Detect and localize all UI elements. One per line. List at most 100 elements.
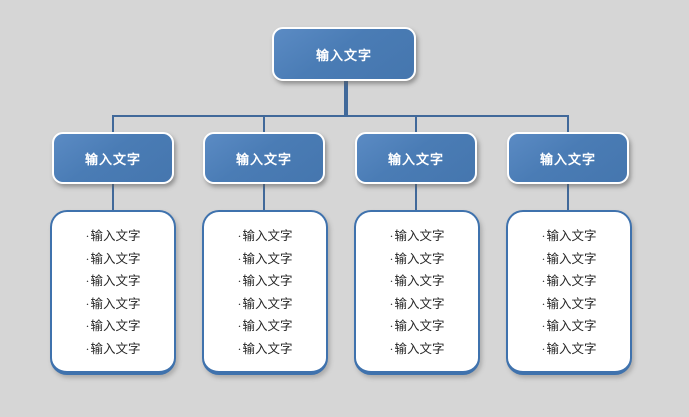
list-item-label: 输入文字: [394, 319, 445, 333]
bullet-icon: ·: [85, 341, 90, 356]
bullet-icon: ·: [389, 319, 394, 333]
list-item[interactable]: ·输入文字: [237, 338, 292, 361]
branch-node-1-label: 输入文字: [84, 151, 141, 167]
list-item[interactable]: ·输入文字: [85, 315, 140, 338]
list-item-label: 输入文字: [90, 229, 141, 243]
branch-list-4-items: ·输入文字 ·输入文字 ·输入文字 ·输入文字 ·输入文字 ·输入文字: [541, 225, 596, 360]
list-item-label: 输入文字: [546, 229, 597, 243]
bullet-icon: ·: [237, 296, 242, 311]
bullet-icon: ·: [237, 274, 242, 288]
bullet-icon: ·: [85, 274, 90, 288]
branch-node-4[interactable]: 输入文字: [507, 132, 629, 184]
connector-branch-3-to-list: [415, 183, 417, 211]
branch-node-2[interactable]: 输入文字: [203, 132, 325, 184]
bullet-icon: ·: [85, 296, 90, 311]
bullet-icon: ·: [85, 229, 90, 243]
list-item[interactable]: ·输入文字: [85, 338, 140, 361]
bullet-icon: ·: [389, 296, 394, 311]
connector-drop-branch-3: [415, 115, 417, 134]
connector-drop-branch-1: [112, 115, 114, 134]
connector-horizontal-bus: [113, 115, 569, 117]
list-item-label: 输入文字: [90, 341, 141, 356]
list-item[interactable]: ·输入文字: [389, 270, 444, 293]
list-item-label: 输入文字: [90, 251, 141, 266]
bullet-icon: ·: [85, 251, 90, 266]
list-item[interactable]: ·输入文字: [237, 270, 292, 293]
bullet-icon: ·: [389, 274, 394, 288]
list-item[interactable]: ·输入文字: [389, 293, 444, 316]
list-item[interactable]: ·输入文字: [389, 315, 444, 338]
connector-drop-branch-4: [567, 115, 569, 134]
list-item[interactable]: ·输入文字: [541, 338, 596, 361]
branch-list-3-items: ·输入文字 ·输入文字 ·输入文字 ·输入文字 ·输入文字 ·输入文字: [389, 225, 444, 360]
list-item[interactable]: ·输入文字: [541, 270, 596, 293]
list-item[interactable]: ·输入文字: [389, 338, 444, 361]
bullet-icon: ·: [237, 229, 242, 243]
bullet-icon: ·: [237, 251, 242, 266]
list-item-label: 输入文字: [394, 341, 445, 356]
list-item-label: 输入文字: [546, 296, 597, 311]
list-item-label: 输入文字: [242, 341, 293, 356]
branch-list-1-items: ·输入文字 ·输入文字 ·输入文字 ·输入文字 ·输入文字 ·输入文字: [85, 225, 140, 360]
branch-list-2-items: ·输入文字 ·输入文字 ·输入文字 ·输入文字 ·输入文字 ·输入文字: [237, 225, 292, 360]
list-item-label: 输入文字: [90, 319, 141, 333]
list-item[interactable]: ·输入文字: [85, 225, 140, 248]
list-item[interactable]: ·输入文字: [389, 248, 444, 271]
bullet-icon: ·: [541, 229, 546, 243]
bullet-icon: ·: [389, 251, 394, 266]
connector-drop-branch-2: [263, 115, 265, 134]
list-item-label: 输入文字: [394, 229, 445, 243]
bullet-icon: ·: [389, 229, 394, 243]
connector-branch-4-to-list: [567, 183, 569, 211]
list-item[interactable]: ·输入文字: [237, 248, 292, 271]
list-item-label: 输入文字: [242, 296, 293, 311]
connector-branch-1-to-list: [112, 183, 114, 211]
list-item-label: 输入文字: [546, 251, 597, 266]
branch-list-4[interactable]: ·输入文字 ·输入文字 ·输入文字 ·输入文字 ·输入文字 ·输入文字: [506, 210, 632, 375]
branch-node-4-label: 输入文字: [539, 151, 596, 167]
bullet-icon: ·: [237, 319, 242, 333]
branch-list-2[interactable]: ·输入文字 ·输入文字 ·输入文字 ·输入文字 ·输入文字 ·输入文字: [202, 210, 328, 375]
list-item-label: 输入文字: [394, 274, 445, 288]
bullet-icon: ·: [541, 341, 546, 356]
branch-list-3[interactable]: ·输入文字 ·输入文字 ·输入文字 ·输入文字 ·输入文字 ·输入文字: [354, 210, 480, 375]
branch-node-1[interactable]: 输入文字: [52, 132, 174, 184]
list-item-label: 输入文字: [242, 319, 293, 333]
bullet-icon: ·: [541, 274, 546, 288]
list-item[interactable]: ·输入文字: [389, 225, 444, 248]
list-item[interactable]: ·输入文字: [237, 225, 292, 248]
list-item-label: 输入文字: [546, 341, 597, 356]
branch-node-3[interactable]: 输入文字: [355, 132, 477, 184]
list-item-label: 输入文字: [90, 296, 141, 311]
list-item-label: 输入文字: [242, 229, 293, 243]
root-node-label: 输入文字: [315, 47, 372, 63]
list-item-label: 输入文字: [394, 251, 445, 266]
list-item[interactable]: ·输入文字: [237, 293, 292, 316]
list-item[interactable]: ·输入文字: [541, 293, 596, 316]
list-item[interactable]: ·输入文字: [541, 248, 596, 271]
list-item[interactable]: ·输入文字: [541, 225, 596, 248]
bullet-icon: ·: [85, 319, 90, 333]
connector-root-trunk: [344, 79, 348, 117]
bullet-icon: ·: [541, 319, 546, 333]
branch-list-1[interactable]: ·输入文字 ·输入文字 ·输入文字 ·输入文字 ·输入文字 ·输入文字: [50, 210, 176, 375]
bullet-icon: ·: [389, 341, 394, 356]
list-item-label: 输入文字: [546, 319, 597, 333]
root-node[interactable]: 输入文字: [272, 27, 416, 81]
list-item[interactable]: ·输入文字: [85, 248, 140, 271]
list-item-label: 输入文字: [394, 296, 445, 311]
list-item-label: 输入文字: [90, 274, 141, 288]
list-item[interactable]: ·输入文字: [85, 293, 140, 316]
list-item-label: 输入文字: [242, 251, 293, 266]
list-item[interactable]: ·输入文字: [85, 270, 140, 293]
connector-branch-2-to-list: [263, 183, 265, 211]
list-item[interactable]: ·输入文字: [237, 315, 292, 338]
bullet-icon: ·: [541, 251, 546, 266]
list-item-label: 输入文字: [546, 274, 597, 288]
branch-node-2-label: 输入文字: [235, 151, 292, 167]
bullet-icon: ·: [541, 296, 546, 311]
branch-node-3-label: 输入文字: [387, 151, 444, 167]
list-item[interactable]: ·输入文字: [541, 315, 596, 338]
bullet-icon: ·: [237, 341, 242, 356]
